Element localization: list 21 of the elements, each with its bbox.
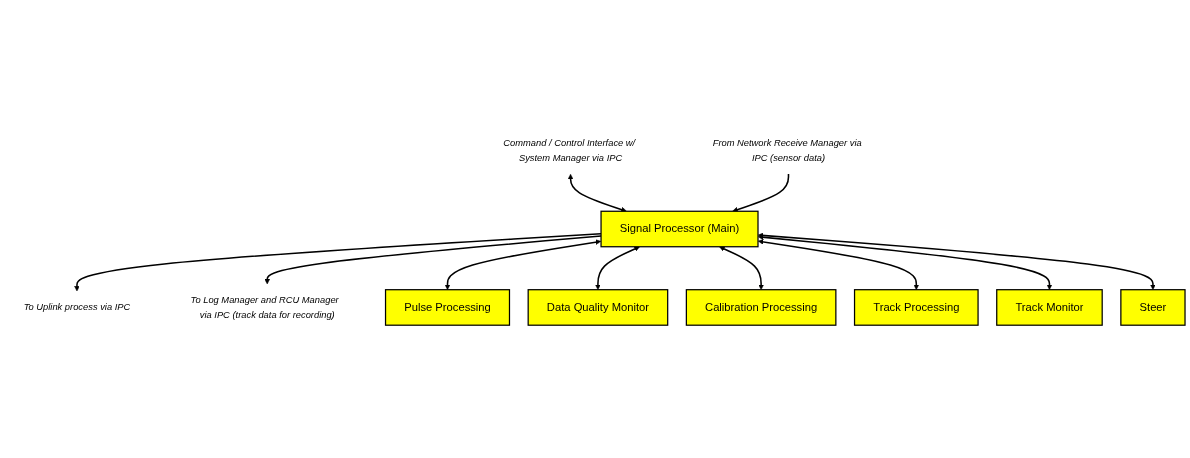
arrow (567, 173, 627, 213)
arrow (74, 232, 602, 292)
node-box: Pulse Processing (384, 289, 511, 326)
arrow (444, 239, 602, 290)
node-box: Track Monitor (996, 289, 1103, 326)
arrow (264, 235, 602, 285)
node-box: Signal Processor (Main) (600, 210, 759, 248)
arrow (595, 246, 640, 290)
node-text: Command / Control Interface w/ System Manager via IPC (503, 137, 636, 163)
node-text: From Network Receive Manager via IPC (sensor data) (712, 137, 862, 163)
node-text: To Log Manager and RCU Manager via IPC (track data for recording) (190, 294, 339, 320)
node-text: To Uplink process via IPC (23, 301, 131, 313)
node-box: Calibration Processing (685, 289, 837, 326)
node-box: Data Quality Monitor (527, 289, 669, 326)
node-box: Steer (1120, 289, 1186, 326)
arrow (758, 232, 1156, 290)
arrow (758, 239, 920, 290)
arrow (732, 173, 790, 213)
arrow (758, 234, 1053, 290)
node-box: Track Processing (853, 289, 979, 326)
arrow (719, 246, 764, 290)
